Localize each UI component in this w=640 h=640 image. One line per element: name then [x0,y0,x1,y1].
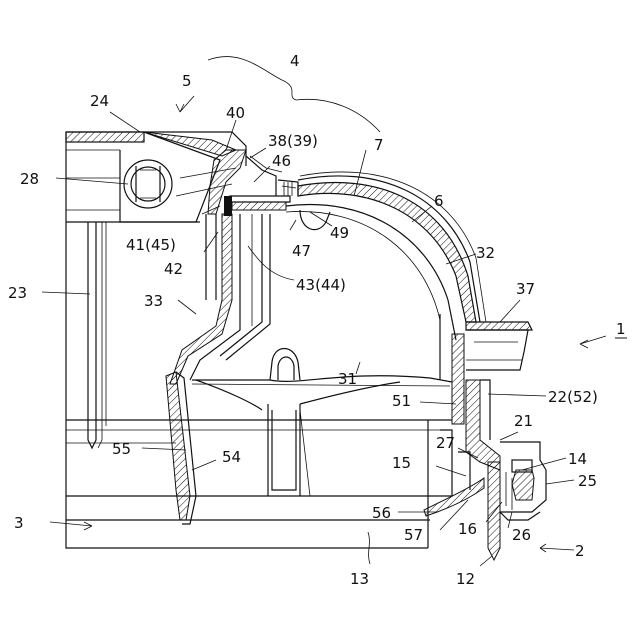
duct-wall-51 [440,314,464,424]
label-5: 5 [182,72,192,90]
label-26: 26 [512,526,531,544]
label-51: 51 [392,392,411,410]
label-13: 13 [350,570,369,588]
label-21: 21 [514,412,533,430]
label-12: 12 [456,570,475,588]
label-6: 6 [434,192,444,210]
label-7: 7 [374,136,384,154]
label-24: 24 [90,92,109,110]
label-54: 54 [222,448,241,466]
label-23: 23 [8,284,27,302]
label-14: 14 [568,450,587,468]
label-1: 1 [616,320,626,338]
label-16: 16 [458,520,477,538]
label-56: 56 [372,504,391,522]
label-22-52: 22(52) [548,388,598,406]
label-43-44: 43(44) [296,276,346,294]
sleeve-33 [170,214,270,384]
label-3: 3 [14,514,24,532]
label-4: 4 [290,52,300,70]
label-33: 33 [144,292,163,310]
label-32: 32 [476,244,495,262]
label-2: 2 [575,542,585,560]
chamber-31 [192,349,452,497]
label-25: 25 [578,472,597,490]
label-37: 37 [516,280,535,298]
label-57: 57 [404,526,423,544]
hanger-rod [88,222,106,448]
label-41-45: 41(45) [126,236,176,254]
label-49: 49 [330,224,349,242]
label-47: 47 [292,242,311,260]
drawing-lines [66,132,546,560]
label-46: 46 [272,152,291,170]
curved-cover [286,172,486,340]
label-42: 42 [164,260,183,278]
flange-37 [466,322,532,370]
label-31: 31 [338,370,357,388]
label-28: 28 [20,170,39,188]
label-38-39: 38(39) [268,132,318,150]
hook-54 [166,372,196,524]
label-27: 27 [436,434,455,452]
label-15: 15 [392,454,411,472]
label-40: 40 [226,104,245,122]
label-55: 55 [112,440,131,458]
roller-28 [124,160,172,208]
